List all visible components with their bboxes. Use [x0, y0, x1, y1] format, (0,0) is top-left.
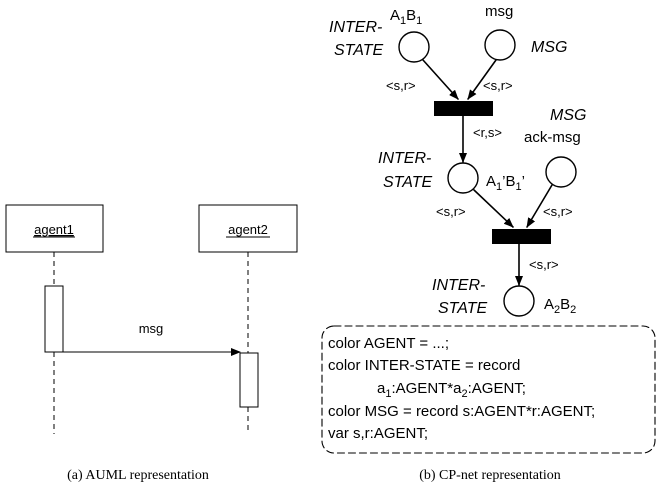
- agent2-label: agent2: [228, 222, 268, 237]
- declaration-agent: color AGENT = ...;: [328, 335, 449, 352]
- arc-label-6: <s,r>: [529, 257, 559, 272]
- place-ack-msg-type: MSG: [550, 107, 586, 124]
- place-ack-msg-label: ack-msg: [524, 129, 581, 146]
- transition-1: [434, 101, 493, 116]
- message-label: msg: [139, 321, 164, 336]
- place-a1b1-type-line1: INTER-: [329, 19, 382, 36]
- place-a1b1prime-type-line1: INTER-: [378, 150, 431, 167]
- place-a1b1prime: [447, 162, 479, 194]
- arc-ack-to-t2: [526, 184, 553, 228]
- caption-a: (a) AUML representation: [67, 468, 209, 483]
- place-a2b2: [503, 285, 535, 317]
- arc-label-1: <s,r>: [386, 78, 416, 93]
- place-a1b1-label: A1B1: [390, 7, 422, 27]
- arc-label-2: <s,r>: [483, 78, 513, 93]
- place-msg-label: msg: [485, 3, 513, 20]
- agent2-activation: [239, 352, 259, 408]
- declaration-inter-state-fields: a1:AGENT*a2:AGENT;: [377, 380, 526, 400]
- place-msg-type: MSG: [531, 39, 567, 56]
- transition-2: [492, 229, 551, 244]
- agent1-activation: [44, 285, 64, 353]
- place-a1b1prime-label: A1’B1’: [486, 173, 525, 193]
- agent1-box: [5, 204, 104, 253]
- arc-msg-to-t1: [467, 59, 497, 100]
- caption-b: (b) CP-net representation: [419, 468, 561, 483]
- place-msg: [484, 29, 516, 61]
- arc-label-3: <r,s>: [473, 125, 502, 140]
- place-a1b1: [398, 31, 430, 63]
- place-a2b2-type-line1: INTER-: [432, 277, 485, 294]
- declaration-inter-state: color INTER-STATE = record: [328, 357, 520, 374]
- place-a2b2-type-line2: STATE: [438, 300, 488, 317]
- arc-label-5: <s,r>: [543, 204, 573, 219]
- place-a1b1prime-type-line2: STATE: [383, 174, 433, 191]
- auml-diagram: agent1 agent2 msg (a) AUML representatio…: [5, 204, 298, 483]
- arc-a1b1prime-to-t2: [473, 189, 514, 228]
- cpnet-diagram: INTER- STATE A1B1 msg MSG <s,r> <s,r> <r…: [321, 3, 656, 483]
- agent1-label: agent1: [34, 222, 74, 237]
- place-ack-msg: [545, 156, 577, 188]
- arc-a1b1-to-t1: [422, 59, 459, 100]
- declaration-var: var s,r:AGENT;: [328, 425, 428, 442]
- place-a1b1-type-line2: STATE: [334, 42, 384, 59]
- declarations-box: [321, 325, 656, 454]
- place-a2b2-label: A2B2: [544, 296, 576, 316]
- arc-label-4: <s,r>: [436, 204, 466, 219]
- declaration-msg: color MSG = record s:AGENT*r:AGENT;: [328, 403, 595, 420]
- agent2-box: [198, 204, 298, 253]
